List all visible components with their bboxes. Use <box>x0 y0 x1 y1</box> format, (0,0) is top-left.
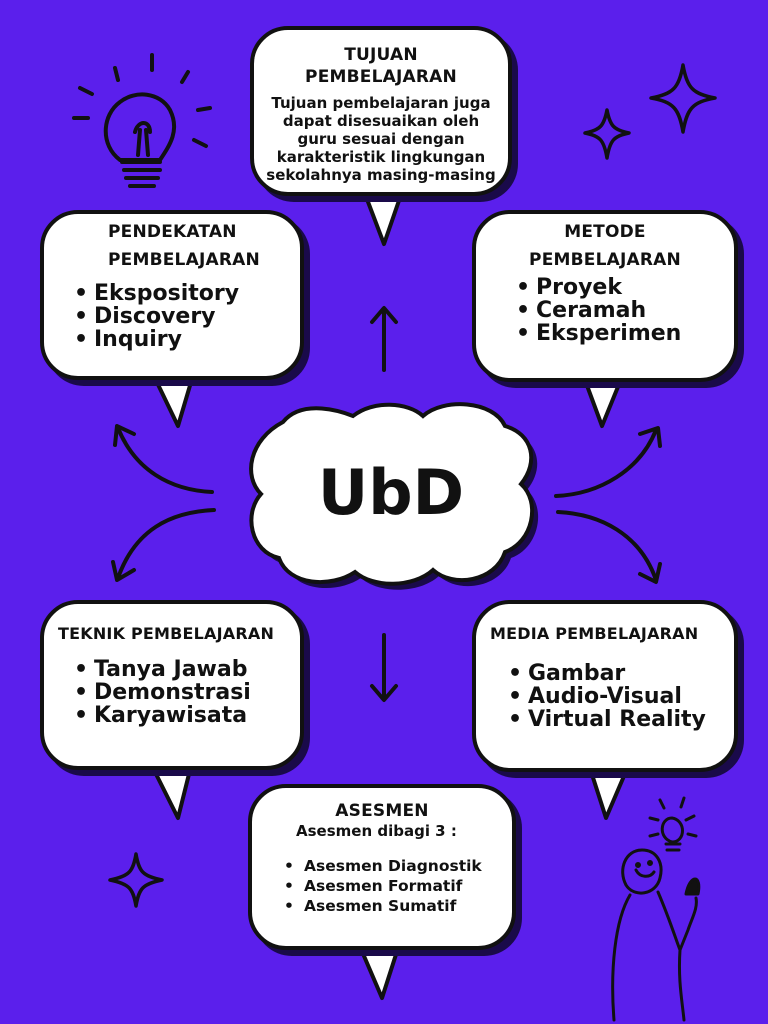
pendekatan-title-line2: PEMBELAJARAN <box>108 250 260 270</box>
list-item: Proyek <box>514 276 722 299</box>
media-list: Gambar Audio-Visual Virtual Reality <box>506 662 726 731</box>
list-item: Karyawisata <box>72 704 292 727</box>
sparkle-icon <box>583 63 717 160</box>
person-with-idea-icon <box>611 796 701 1022</box>
list-item: Virtual Reality <box>506 708 726 731</box>
metode-list: Proyek Ceramah Eksperimen <box>514 276 722 345</box>
list-item: Tanya Jawab <box>72 658 292 681</box>
center-cloud: UbD <box>243 392 539 592</box>
lightbulb-icon <box>72 53 212 188</box>
list-item: Audio-Visual <box>506 685 726 708</box>
asesmen-subtitle: Asesmen dibagi 3 : <box>296 822 457 840</box>
center-label: UbD <box>317 455 465 529</box>
asesmen-title: ASESMEN <box>335 801 429 821</box>
pendekatan-list: Ekspository Discovery Inquiry <box>72 282 282 351</box>
arrow-icon <box>370 306 398 372</box>
metode-title-line1: METODE <box>564 222 646 242</box>
asesmen-list: Asesmen Diagnostik Asesmen Formatif Ases… <box>282 856 504 916</box>
bubble-tail <box>360 185 406 246</box>
pendekatan-title-line1: PENDEKATAN <box>108 222 237 242</box>
arrow-icon <box>111 508 216 582</box>
list-item: Asesmen Formatif <box>282 876 504 896</box>
teknik-bubble: TEKNIK PEMBELAJARAN Tanya Jawab Demonstr… <box>40 600 304 770</box>
list-item: Ceramah <box>514 299 722 322</box>
teknik-title: TEKNIK PEMBELAJARAN <box>58 624 275 643</box>
list-item: Asesmen Diagnostik <box>282 856 504 876</box>
metode-title-line2: PEMBELAJARAN <box>529 250 681 270</box>
tujuan-title: TUJUAN PEMBELAJARAN <box>305 45 457 87</box>
teknik-list: Tanya Jawab Demonstrasi Karyawisata <box>72 658 292 727</box>
list-item: Eksperimen <box>514 322 722 345</box>
media-bubble: MEDIA PEMBELAJARAN Gambar Audio-Visual V… <box>472 600 738 772</box>
asesmen-bubble: ASESMEN Asesmen dibagi 3 : Asesmen Diagn… <box>248 784 516 950</box>
list-item: Asesmen Sumatif <box>282 896 504 916</box>
tujuan-text: Tujuan pembelajaran juga dapat disesuaik… <box>266 94 496 184</box>
arrow-icon <box>370 633 398 702</box>
metode-bubble: METODE PEMBELAJARAN Proyek Ceramah Ekspe… <box>472 210 738 382</box>
arrow-icon <box>554 426 662 498</box>
list-item: Discovery <box>72 305 282 328</box>
tujuan-bubble: TUJUAN PEMBELAJARAN Tujuan pembelajaran … <box>250 26 512 196</box>
sparkle-icon <box>108 852 164 908</box>
arrow-icon <box>556 510 662 584</box>
bubble-tail <box>356 941 402 1000</box>
list-item: Gambar <box>506 662 726 685</box>
bubble-tail <box>586 761 632 820</box>
bubble-tail <box>150 371 196 428</box>
list-item: Demonstrasi <box>72 681 292 704</box>
arrow-icon <box>113 424 214 494</box>
bubble-tail <box>148 761 194 820</box>
pendekatan-bubble: PENDEKATAN PEMBELAJARAN Ekspository Disc… <box>40 210 304 380</box>
media-title: MEDIA PEMBELAJARAN <box>490 624 699 643</box>
list-item: Ekspository <box>72 282 282 305</box>
bubble-tail <box>580 371 626 428</box>
list-item: Inquiry <box>72 328 282 351</box>
